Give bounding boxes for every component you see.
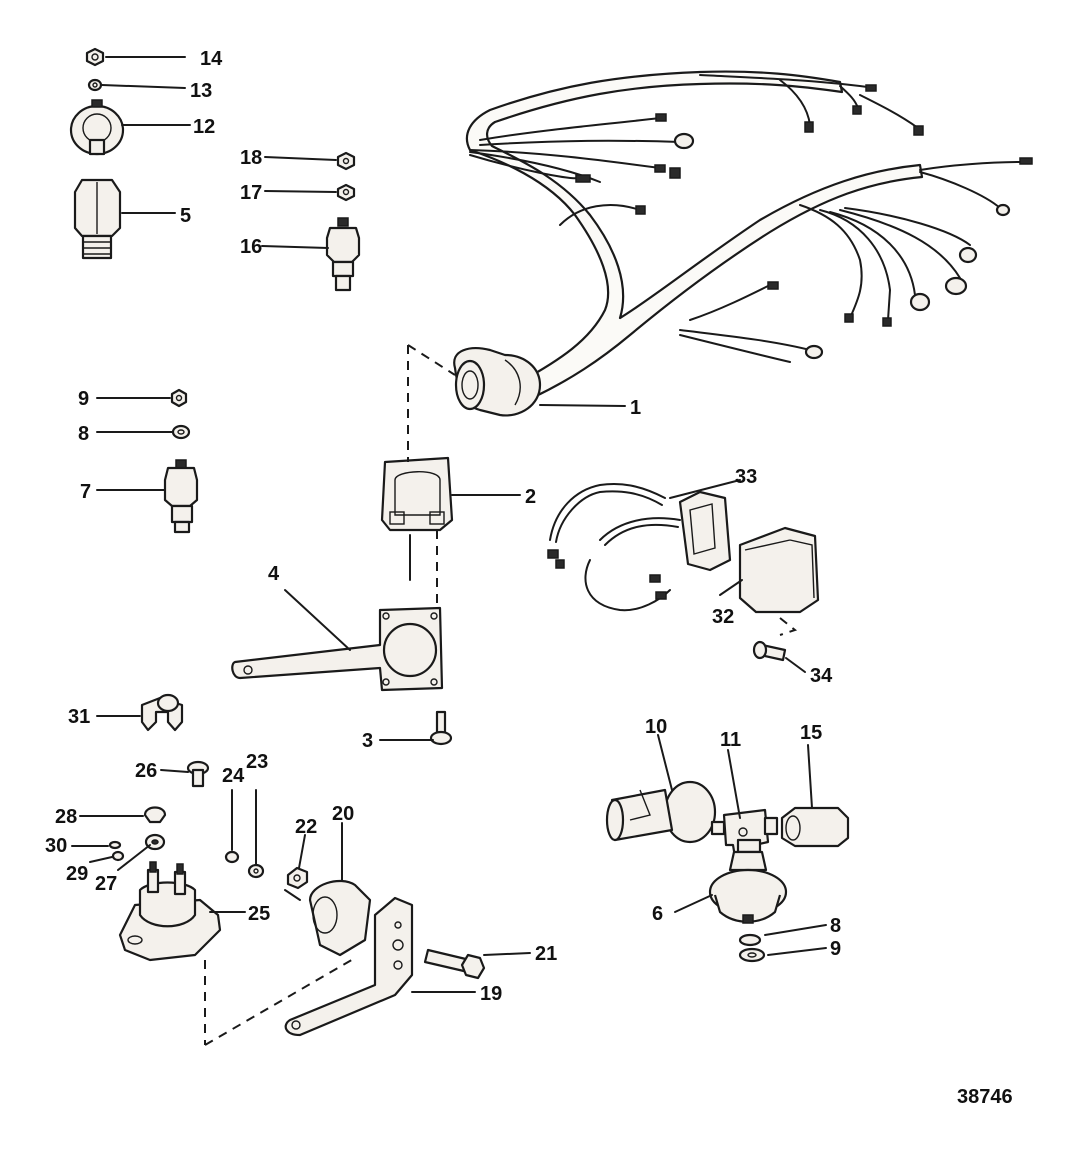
- callout-13: 13: [190, 80, 212, 102]
- washer-17-icon: [336, 183, 356, 202]
- callout-5: 5: [180, 205, 191, 227]
- oil-sender-12-icon: [69, 99, 125, 156]
- callout-6: 6: [652, 903, 663, 925]
- callout-27: 27: [95, 873, 117, 895]
- adapter-fitting-5-icon: [73, 178, 122, 260]
- washer-8-icon: [171, 424, 191, 440]
- washer-9b-icon: [738, 947, 766, 963]
- wiring-harness: [453, 70, 1033, 417]
- nut-29-icon: [111, 850, 125, 862]
- callout-31: 31: [68, 706, 90, 728]
- spade-terminal-icon: [575, 84, 1033, 327]
- washer-24-icon: [224, 850, 240, 864]
- callout-22: 22: [295, 816, 317, 838]
- neutral-switch-20-icon: [284, 880, 372, 957]
- callout-30: 30: [45, 835, 67, 857]
- nut-14-icon: [85, 47, 105, 67]
- nut-18-icon: [336, 151, 356, 171]
- connector-boot-2-icon: [380, 456, 454, 532]
- callout-23: 23: [246, 751, 268, 773]
- callout-8-right: 8: [830, 915, 841, 937]
- callout-29: 29: [66, 863, 88, 885]
- callout-14: 14: [200, 48, 223, 70]
- tee-fitting-11-icon: [722, 808, 779, 859]
- screw-34-icon: [752, 640, 787, 662]
- starter-solenoid-25-icon: [118, 861, 222, 962]
- nut-9-icon: [170, 388, 188, 408]
- module-harness-33-icon: [547, 482, 732, 612]
- callout-7: 7: [80, 481, 91, 503]
- washer-13-icon: [87, 78, 103, 92]
- callout-12: 12: [193, 116, 215, 138]
- callout-15: 15: [800, 722, 822, 744]
- callout-4: 4: [268, 563, 280, 585]
- callout-16: 16: [240, 236, 262, 258]
- callout-11: 11: [720, 729, 741, 751]
- callout-26: 26: [135, 760, 157, 782]
- callout-8-left: 8: [78, 423, 89, 445]
- temperature-switch-7-icon: [163, 459, 199, 534]
- washer-30-icon: [108, 840, 122, 850]
- boot-28-icon: [143, 806, 167, 824]
- callout-28: 28: [55, 806, 77, 828]
- mounting-bracket-4-icon: [231, 606, 444, 692]
- callout-20: 20: [332, 803, 354, 825]
- callout-17: 17: [240, 182, 262, 204]
- bolt-26-icon: [186, 760, 210, 788]
- ignition-module-32-icon: [738, 526, 820, 636]
- pressure-sender-6-icon: [708, 838, 788, 924]
- callout-9-right: 9: [830, 938, 841, 960]
- callout-10: 10: [645, 716, 667, 738]
- callout-18: 18: [240, 147, 262, 169]
- nut-22-icon: [286, 866, 309, 890]
- washer-23-icon: [247, 863, 265, 879]
- harness-plug-connector: [453, 347, 542, 417]
- washer-8b-icon: [738, 933, 762, 947]
- pressure-switch-10-icon: [605, 780, 726, 844]
- bracket-19-icon: [284, 896, 414, 1037]
- callout-33: 33: [735, 466, 757, 488]
- callout-3: 3: [362, 730, 373, 752]
- bolt-21-icon: [423, 948, 486, 980]
- callout-1: 1: [630, 397, 641, 419]
- adapter-15-icon: [780, 806, 850, 848]
- leader-lines: [71, 56, 827, 993]
- figure-number: 38746: [957, 1086, 1013, 1108]
- callout-9-left: 9: [78, 388, 89, 410]
- callout-24: 24: [222, 765, 245, 787]
- callout-34: 34: [810, 665, 833, 687]
- callout-2: 2: [525, 486, 536, 508]
- screw-3-icon: [429, 710, 453, 746]
- ring-terminal-icon: [673, 132, 1011, 360]
- callout-19: 19: [480, 983, 502, 1005]
- callout-21: 21: [535, 943, 557, 965]
- callout-32: 32: [712, 606, 734, 628]
- callout-25: 25: [248, 903, 270, 925]
- clamp-31-icon: [140, 693, 184, 732]
- temperature-sender-16-icon: [325, 217, 361, 292]
